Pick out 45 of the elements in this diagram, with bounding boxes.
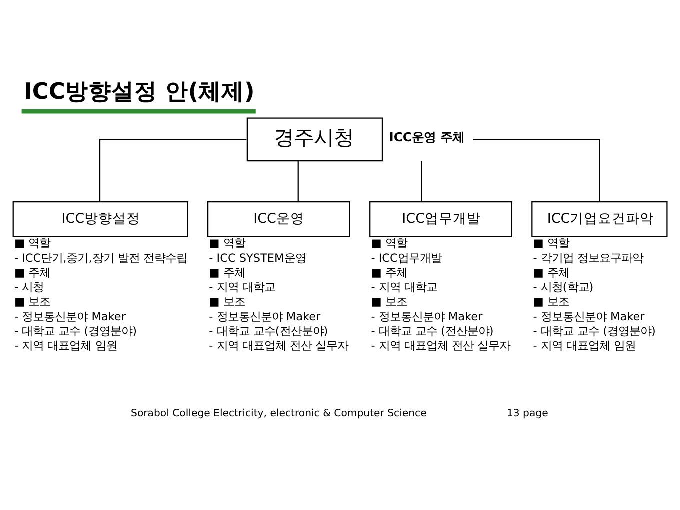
- node-box: ICC기업요건파악: [532, 202, 668, 238]
- node-label: ■ 보조: [371, 296, 408, 309]
- node-box: 경주시청: [246, 118, 384, 162]
- node-label: ICC운영 주체: [389, 130, 464, 145]
- node-label: - 정보통신분야 Maker: [371, 310, 483, 324]
- connector: [298, 161, 299, 202]
- node-label: ■ 주체: [371, 266, 408, 280]
- node-label: - 대학교 교수 (전산분야): [371, 324, 494, 338]
- connector: [99, 139, 247, 202]
- node-label: - 대학교 교수 (경영분야): [14, 324, 138, 338]
- node-label: - 대학교 교수 (경영분야): [533, 324, 656, 338]
- node-label: ■ 역할: [209, 237, 246, 250]
- node-label: - 지역 대표업체 임원: [14, 340, 118, 353]
- node-label: - 지역 대학교: [371, 281, 438, 294]
- diagram-title: ICC방향설정 안(체제): [24, 79, 255, 106]
- node-label: - 각기업 정보요구파악: [533, 252, 644, 265]
- node-label: ■ 주체: [209, 266, 246, 280]
- node-label: - 시청(학교): [533, 281, 594, 294]
- node-label: ■ 역할: [14, 237, 51, 250]
- node-label: - 지역 대표업체 전산 실무자: [209, 340, 349, 353]
- node-box: ICC업무개발: [370, 202, 512, 238]
- node-label: - 시청: [14, 281, 44, 294]
- node-label: ■ 보조: [533, 296, 570, 309]
- connector: [473, 139, 600, 202]
- node-label: ■ 역할: [533, 237, 570, 250]
- node-label: - 정보통신분야 Maker: [209, 310, 321, 324]
- node-label: - 지역 대표업체 전산 실무자: [371, 340, 511, 353]
- node-label: ■ 주체: [14, 266, 51, 280]
- node-label: - 정보통신분야 Maker: [533, 310, 645, 324]
- node-label: ■ 주체: [533, 266, 570, 280]
- node-label: - 대학교 교수(전산분야): [209, 324, 328, 338]
- node-label: - 지역 대학교: [209, 281, 276, 294]
- node-box: ICC방향설정: [12, 202, 188, 238]
- node-label: - 정보통신분야 Maker: [14, 310, 126, 324]
- node-label: - ICC단기,중기,장기 발전 전략수립: [14, 252, 188, 265]
- node-label: ■ 역할: [371, 237, 408, 250]
- node-label: - 지역 대표업체 임원: [533, 340, 636, 353]
- node-box: ICC운영: [207, 202, 350, 238]
- node-label: - ICC SYSTEM운영: [209, 252, 306, 265]
- node-label: ■ 보조: [14, 296, 51, 309]
- node-label: ■ 보조: [209, 296, 246, 309]
- node-label: - ICC업무개발: [371, 252, 442, 265]
- label: Sorabol College Electricity, electronic & Computer Science: [131, 408, 427, 420]
- connector: [421, 161, 422, 202]
- label: 13 page: [506, 408, 548, 420]
